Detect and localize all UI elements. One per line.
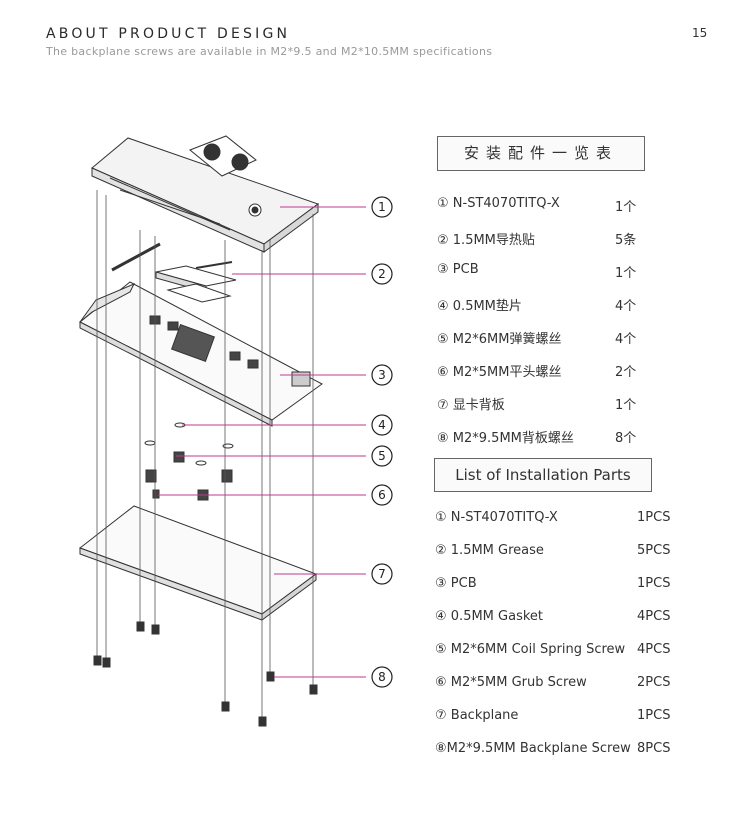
callout-circles — [371, 196, 393, 688]
callout-leaders — [158, 206, 366, 678]
part-name: ① N-ST4070TITQ-X — [437, 196, 560, 211]
callout-6: 6 — [378, 488, 386, 502]
parts-list-heading-en: List of Installation Parts — [434, 458, 652, 492]
list-item: ② 1.5MM Grease 5PCS — [435, 543, 670, 558]
part-name: ⑦ Backplane — [435, 708, 519, 723]
list-item: ③ PCB 1PCS — [435, 576, 670, 591]
callout-3: 3 — [378, 368, 386, 382]
list-item: ⑤ M2*6MM Coil Spring Screw 4PCS — [435, 642, 670, 657]
list-item: ④ 0.5MM Gasket 4PCS — [435, 609, 670, 624]
list-item: ⑥ M2*5MM Grub Screw 2PCS — [435, 675, 670, 690]
part-name: ③ PCB — [435, 576, 477, 591]
part-name: ② 1.5MM导热贴 — [437, 233, 535, 248]
callout-4: 4 — [378, 418, 386, 432]
part-quantity: 2PCS — [637, 675, 671, 690]
list-item: ⑥ M2*5MM平头螺丝 2个 — [437, 361, 636, 380]
water-block-drawing — [91, 135, 320, 253]
thermal-pads-drawing — [111, 242, 237, 303]
part-quantity: 4PCS — [637, 642, 671, 657]
callout-8: 8 — [378, 670, 386, 684]
part-name: ④ 0.5MM垫片 — [437, 299, 522, 314]
callout-5: 5 — [378, 449, 386, 463]
part-name: ⑧ M2*9.5MM背板螺丝 — [437, 431, 574, 446]
screws-drawing — [144, 422, 234, 501]
page-title: ABOUT PRODUCT DESIGN — [46, 26, 291, 42]
part-name: ⑥ M2*5MM Grub Screw — [435, 675, 587, 690]
list-item: ① N-ST4070TITQ-X 1PCS — [435, 510, 670, 525]
callout-1: 1 — [378, 200, 386, 214]
part-quantity: 4PCS — [637, 609, 671, 624]
part-name: ⑥ M2*5MM平头螺丝 — [437, 365, 562, 380]
list-item: ⑧M2*9.5MM Backplane Screw 8PCS — [435, 741, 670, 756]
part-quantity: 1个 — [615, 266, 637, 281]
part-quantity: 2个 — [615, 365, 637, 380]
backplane-screws-drawing — [93, 621, 318, 727]
part-quantity: 5PCS — [637, 543, 671, 558]
backplane-drawing — [78, 505, 318, 621]
part-name: ⑤ M2*6MM弹簧螺丝 — [437, 332, 562, 347]
part-quantity: 1个 — [615, 398, 637, 413]
list-item: ② 1.5MM导热贴 5条 — [437, 229, 636, 248]
page-subtitle: The backplane screws are available in M2… — [46, 45, 493, 58]
part-name: ③ PCB — [437, 262, 479, 277]
page-number: 15 — [692, 26, 708, 40]
parts-list-heading-cn: 安装配件一览表 — [437, 136, 645, 171]
callout-2: 2 — [378, 267, 386, 281]
part-name: ① N-ST4070TITQ-X — [435, 510, 558, 525]
assembly-guide-lines — [96, 190, 314, 720]
list-item: ⑧ M2*9.5MM背板螺丝 8个 — [437, 427, 636, 446]
callout-7: 7 — [378, 567, 386, 581]
part-name: ② 1.5MM Grease — [435, 543, 544, 558]
part-quantity: 1个 — [615, 200, 637, 215]
part-quantity: 5条 — [615, 233, 637, 248]
part-quantity: 1PCS — [637, 576, 671, 591]
part-quantity: 8个 — [615, 431, 637, 446]
list-item: ⑦ Backplane 1PCS — [435, 708, 670, 723]
list-item: ① N-ST4070TITQ-X 1个 — [437, 196, 636, 215]
part-quantity: 8PCS — [637, 741, 671, 756]
list-item: ④ 0.5MM垫片 4个 — [437, 295, 636, 314]
part-quantity: 4个 — [615, 299, 637, 314]
part-name: ⑤ M2*6MM Coil Spring Screw — [435, 642, 626, 657]
part-quantity: 1PCS — [637, 510, 671, 525]
part-name: ⑦ 显卡背板 — [437, 398, 505, 413]
part-quantity: 4个 — [615, 332, 637, 347]
list-item: ⑦ 显卡背板 1个 — [437, 394, 636, 413]
part-name: ⑧M2*9.5MM Backplane Screw — [435, 741, 631, 756]
part-quantity: 1PCS — [637, 708, 671, 723]
pcb-drawing — [79, 281, 323, 427]
list-item: ⑤ M2*6MM弹簧螺丝 4个 — [437, 328, 636, 347]
part-name: ④ 0.5MM Gasket — [435, 609, 543, 624]
list-item: ③ PCB 1个 — [437, 262, 636, 281]
